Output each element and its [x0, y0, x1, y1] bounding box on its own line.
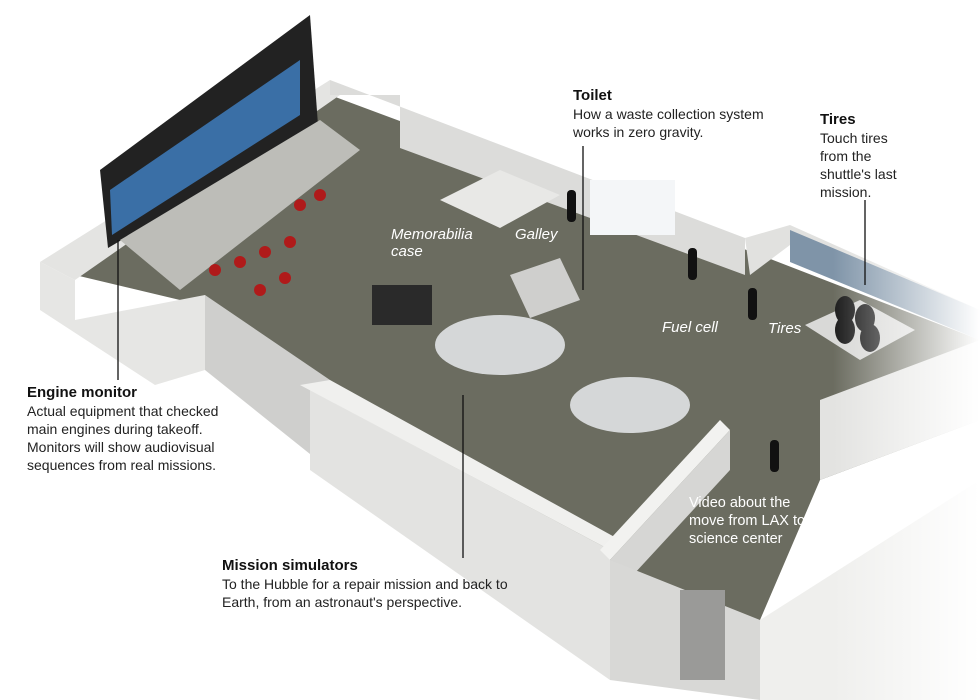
tires-callout: Tires Touch tires from the shuttle's las…	[820, 111, 897, 201]
callout-title: Toilet	[573, 87, 612, 104]
label-line: science center	[689, 531, 783, 547]
tires-floor-label: Tires	[768, 320, 802, 337]
callout-text: mission.	[820, 184, 872, 200]
toilet-callout: Toilet How a waste collection system wor…	[573, 87, 764, 141]
callout-text: Monitors will show audiovisual	[27, 439, 215, 455]
label-line: Memorabilia	[391, 226, 473, 243]
callout-text: works in zero gravity.	[573, 124, 704, 140]
label-line: Video about the	[689, 495, 791, 511]
video-label: Video about the move from LAX to science…	[689, 494, 805, 548]
label-line: case	[391, 243, 423, 260]
label-line: move from LAX to	[689, 513, 806, 529]
leader-lines	[117, 146, 866, 558]
galley-label: Galley	[515, 226, 558, 243]
callout-text: How a waste collection system	[573, 106, 764, 122]
callout-title: Tires	[820, 111, 856, 128]
callout-text: main engines during takeoff.	[27, 421, 203, 437]
fuel-cell-label: Fuel cell	[662, 319, 718, 336]
callout-text: sequences from real missions.	[27, 457, 217, 473]
callout-text: Touch tires	[820, 130, 888, 146]
callout-text: Actual equipment that checked	[27, 403, 219, 419]
callout-text: from the	[820, 148, 872, 164]
memorabilia-label: Memorabilia case	[391, 226, 473, 260]
callout-title: Mission simulators	[222, 557, 358, 574]
callout-title: Engine monitor	[27, 384, 137, 401]
callout-text: To the Hubble for a repair mission and b…	[222, 576, 508, 592]
callout-text: shuttle's last	[820, 166, 897, 182]
callout-text: Earth, from an astronaut's perspective.	[222, 594, 463, 610]
engine-monitor-callout: Engine monitor Actual equipment that che…	[27, 384, 218, 474]
mission-simulators-callout: Mission simulators To the Hubble for a r…	[222, 557, 508, 611]
